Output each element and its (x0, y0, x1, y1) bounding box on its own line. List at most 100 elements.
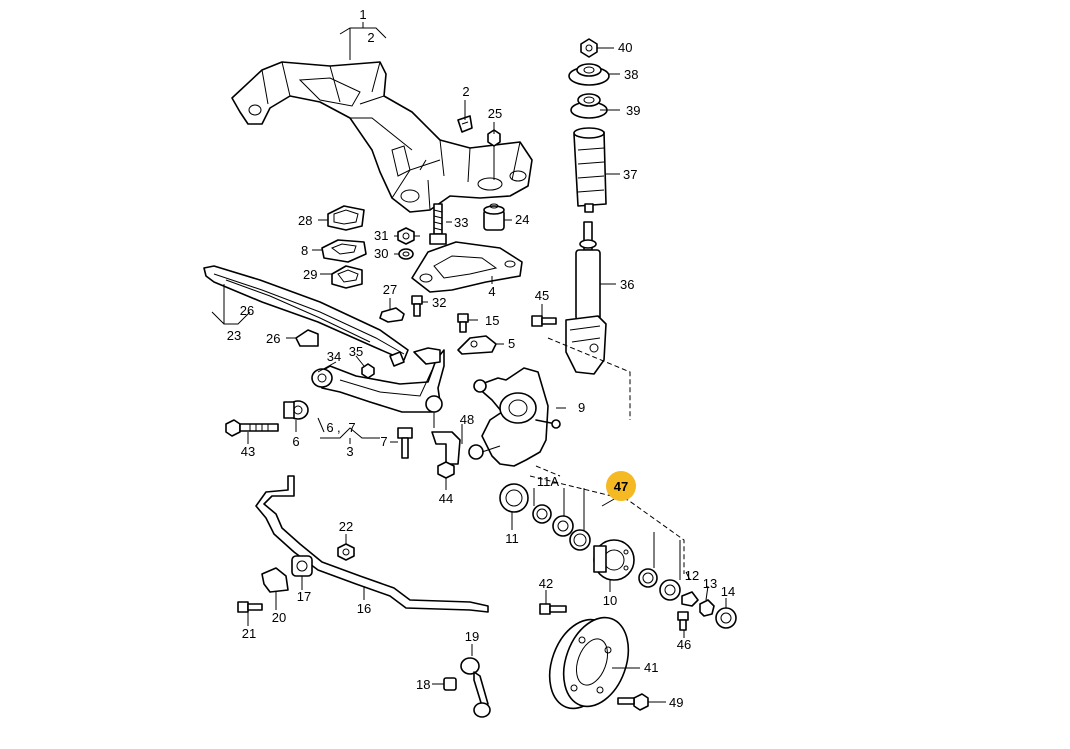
nut-40 (580, 38, 598, 58)
label-40: 40 (618, 40, 632, 55)
label-48: 48 (460, 412, 474, 427)
wheel-hub (593, 539, 635, 581)
cap-14 (715, 607, 737, 629)
bolt-45 (531, 315, 557, 327)
label-44: 44 (439, 491, 453, 506)
rubber-mount-24 (483, 203, 505, 231)
bearing-inner (552, 515, 574, 537)
bushing-6 (283, 400, 309, 420)
label-25: 25 (488, 106, 502, 121)
label-7-group: 7 (348, 420, 355, 435)
label-39: 39 (626, 103, 640, 118)
bolt-46 (677, 611, 689, 631)
steering-knuckle (468, 367, 561, 467)
highlight-marker-47[interactable] (606, 471, 636, 501)
label-41: 41 (644, 660, 658, 675)
bolt-7 (397, 427, 413, 459)
label-16: 16 (357, 601, 371, 616)
nut-44 (437, 461, 455, 479)
label-4: 4 (488, 284, 495, 299)
label-3: 3 (346, 444, 353, 459)
bolt-33 (429, 203, 447, 245)
bracket-2 (457, 115, 473, 133)
washer-30 (398, 248, 414, 260)
pad-27 (379, 307, 405, 323)
rubber-pad-28 (327, 205, 365, 231)
stabilizer-link (460, 657, 491, 718)
label-26-top: 26 (240, 303, 254, 318)
label-49: 49 (669, 695, 683, 710)
label-20: 20 (272, 610, 286, 625)
subframe-part (231, 61, 533, 213)
bolt-32 (411, 295, 423, 317)
label-6-group: 6 (326, 420, 333, 435)
label-47[interactable]: 47 (614, 479, 628, 494)
nut-31 (397, 227, 415, 245)
label-11a: 11A (537, 474, 559, 489)
label-22: 22 (339, 519, 353, 534)
label-5: 5 (508, 336, 515, 351)
label-30: 30 (374, 246, 388, 261)
mounting-plate-8 (321, 239, 367, 263)
label-42: 42 (539, 576, 553, 591)
label-1: 1 (359, 7, 366, 22)
label-18: 18 (416, 677, 430, 692)
shock-absorber (565, 221, 607, 375)
label-26-pad: 26 (266, 331, 280, 346)
label-14: 14 (721, 584, 735, 599)
label-11: 11 (505, 531, 519, 546)
bushing-18 (443, 677, 457, 691)
label-33: 33 (454, 215, 468, 230)
label-19: 19 (465, 629, 479, 644)
lock-12 (681, 591, 699, 607)
label-15: 15 (485, 313, 499, 328)
label-32: 32 (432, 295, 446, 310)
nut-22 (337, 543, 355, 561)
stabilizer-bar (255, 475, 489, 613)
part-labels: 1 2 2 25 24 33 31 30 28 8 29 4 27 32 15 … (227, 7, 735, 710)
label-38: 38 (624, 67, 638, 82)
bump-stop-39 (570, 93, 608, 119)
clamp-20 (261, 567, 289, 593)
bearing-kit-outline (529, 475, 685, 574)
label-7: 7 (380, 434, 387, 449)
circlip-11a (532, 504, 552, 524)
label-13: 13 (703, 576, 717, 591)
label-31: 31 (374, 228, 388, 243)
label-37: 37 (623, 167, 637, 182)
label-10: 10 (603, 593, 617, 608)
bolt-42 (539, 603, 567, 615)
bolt-15 (457, 313, 469, 333)
crossmember-plate (411, 241, 523, 293)
label-35: 35 (349, 344, 363, 359)
bolt-49 (617, 693, 649, 711)
label-2-top: 2 (367, 30, 374, 45)
control-arm (311, 347, 445, 428)
label-45: 45 (535, 288, 549, 303)
nut-35 (361, 363, 375, 379)
pad-26 (295, 329, 319, 347)
rubber-pad-29 (331, 265, 363, 289)
label-17: 17 (297, 589, 311, 604)
label-comma: , (337, 420, 341, 435)
label-43: 43 (241, 444, 255, 459)
label-29: 29 (303, 267, 317, 282)
bolt-21 (237, 601, 263, 613)
ring-outer (638, 568, 658, 588)
brake-disc (548, 616, 630, 710)
nut-13 (699, 599, 715, 617)
label-27: 27 (383, 282, 397, 297)
protective-sleeve (573, 127, 607, 213)
label-23: 23 (227, 328, 241, 343)
bracket-48 (431, 431, 461, 465)
knuckle-outline (535, 465, 561, 477)
bracket-5 (457, 335, 497, 355)
label-8: 8 (301, 243, 308, 258)
label-12: 12 (685, 568, 699, 583)
label-9: 9 (578, 400, 585, 415)
bolt-43 (225, 419, 279, 437)
bushing-17 (291, 555, 313, 577)
seal-11 (499, 483, 529, 513)
bearing-outer (659, 579, 681, 601)
